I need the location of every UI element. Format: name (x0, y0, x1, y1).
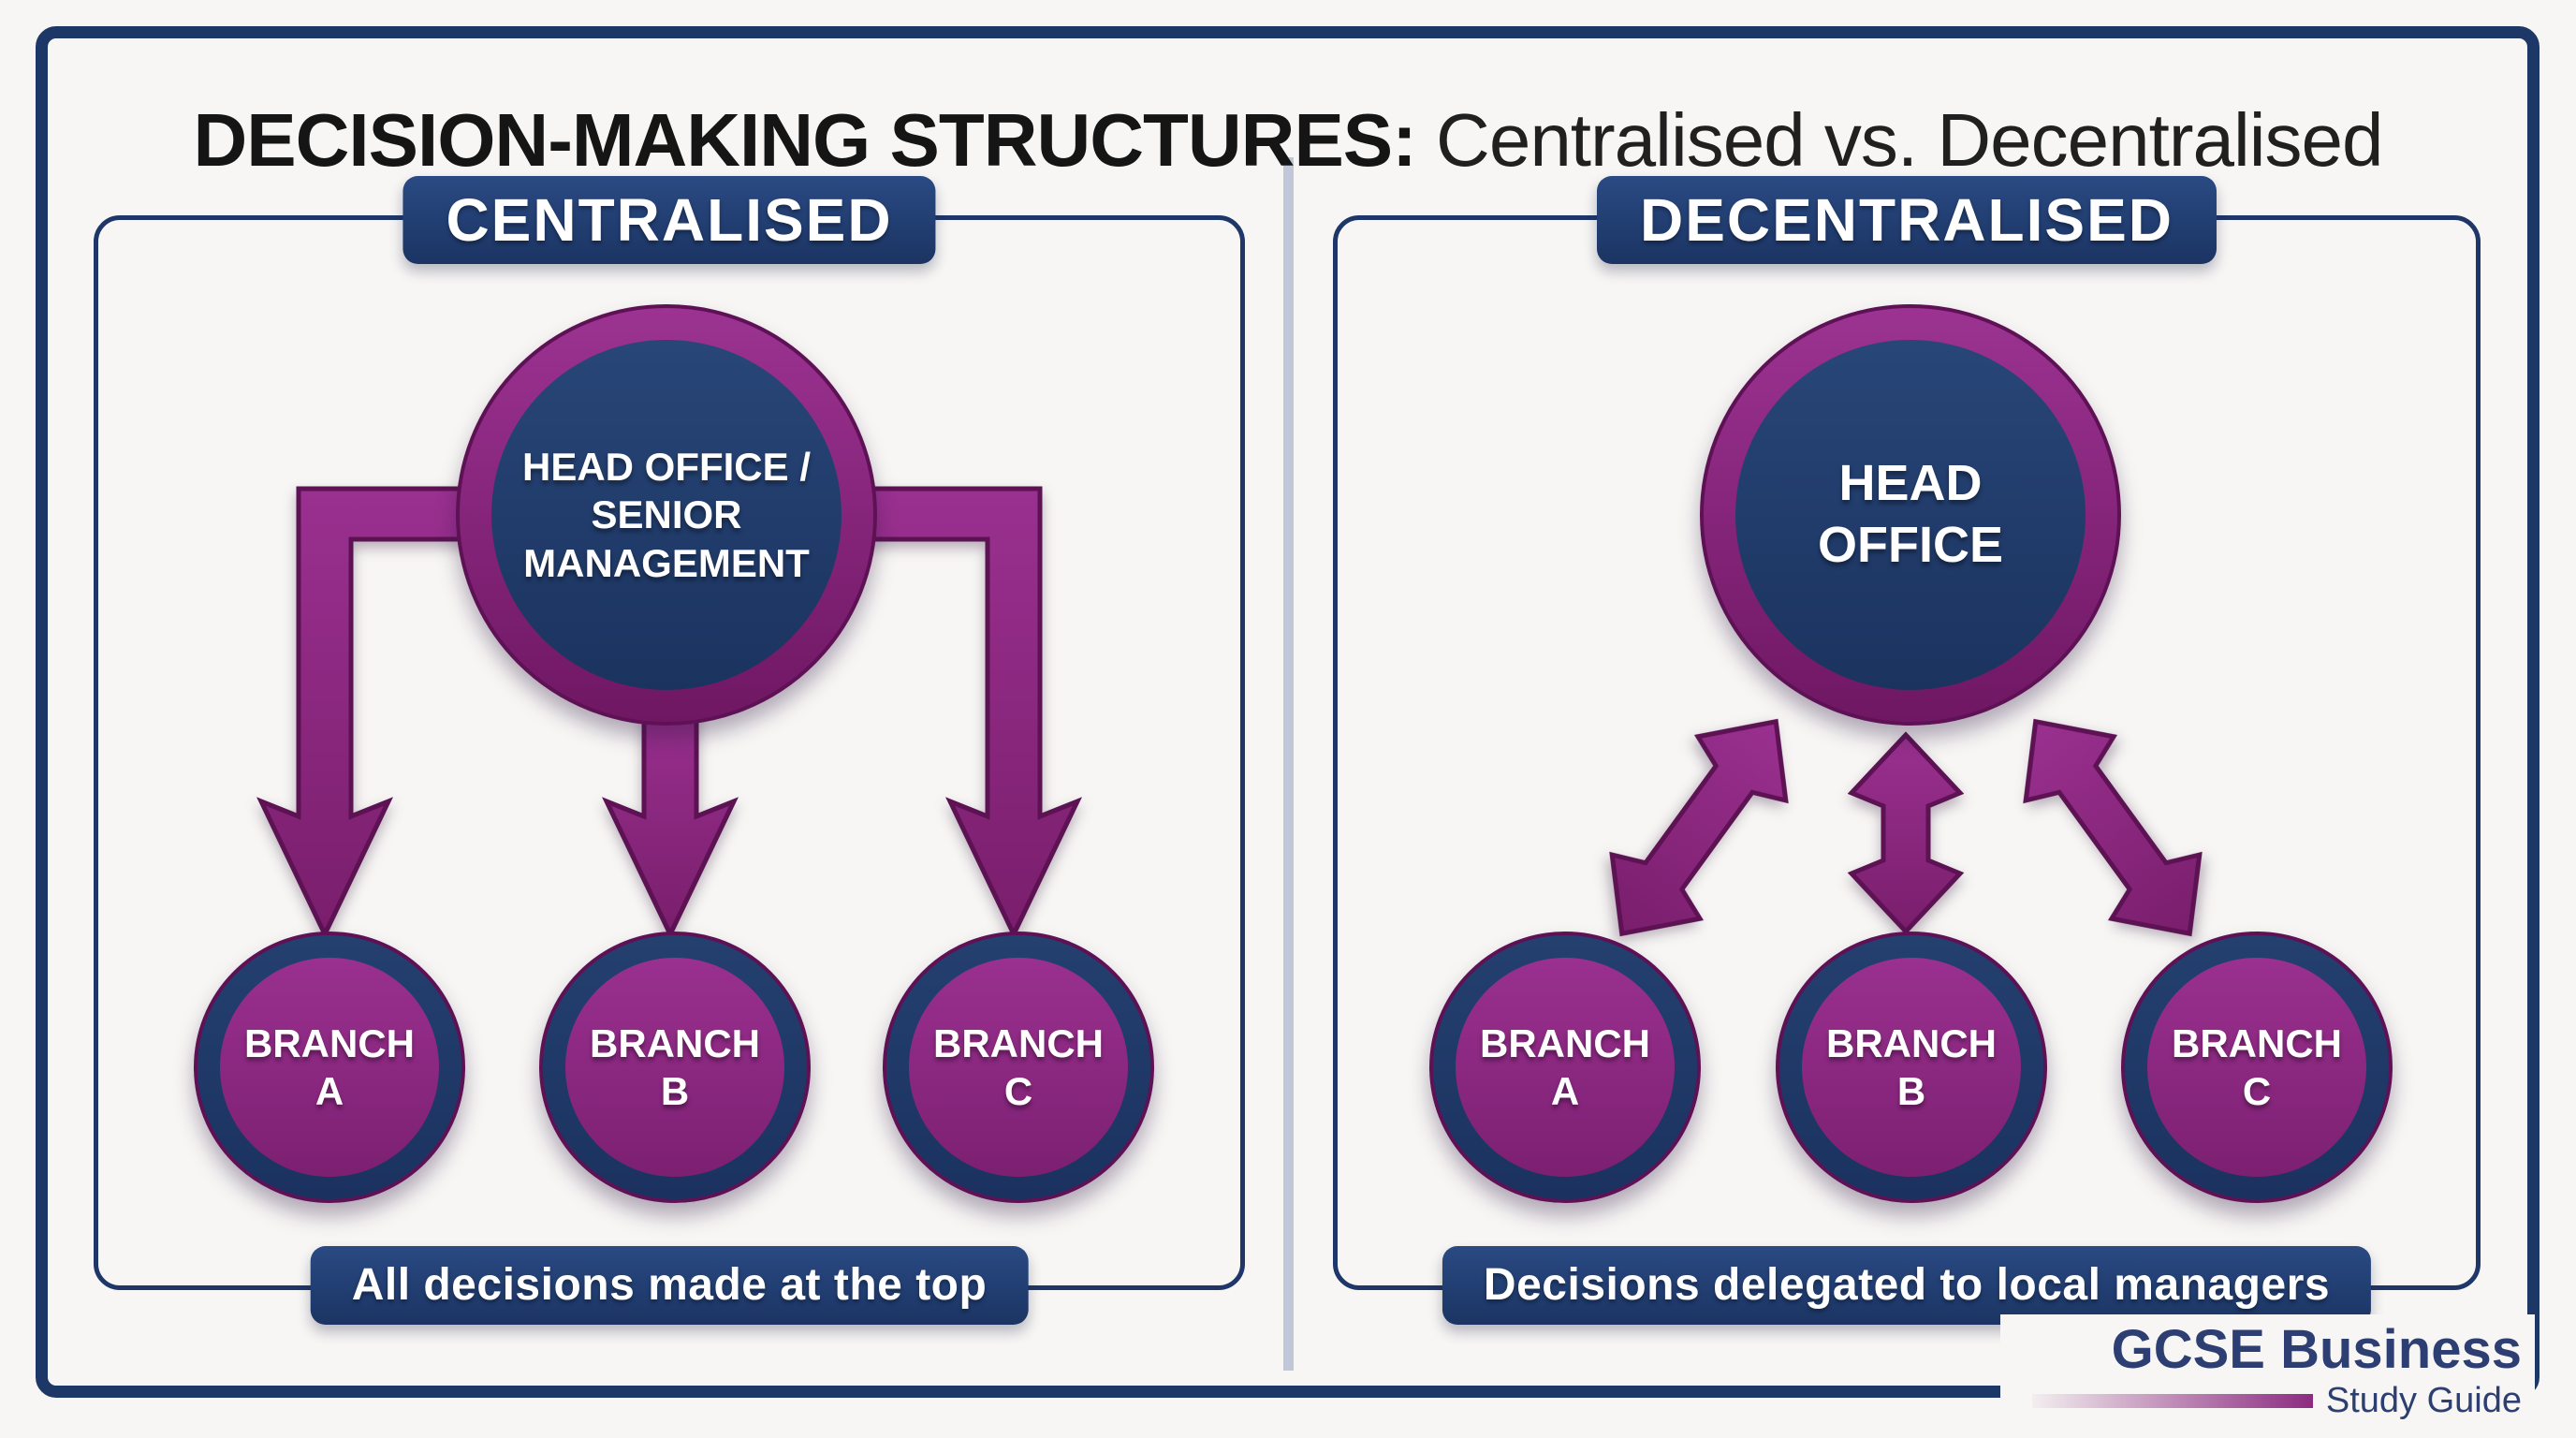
decentralised-head-office-node: HEAD OFFICE (1700, 304, 2121, 726)
centralised-branch-b-label: BRANCH B (590, 1020, 760, 1113)
centralised-branch-b-inner: BRANCH B (565, 958, 784, 1177)
page-title: DECISION-MAKING STRUCTURES: Centralised … (0, 97, 2576, 183)
centralised-caption-label: All decisions made at the top (351, 1260, 988, 1310)
decentralised-branch-c-inner: BRANCH C (2147, 958, 2366, 1177)
decentralised-header-badge: DECENTRALISED (1596, 176, 2217, 264)
centralised-head-office-node: HEAD OFFICE / SENIOR MANAGEMENT (456, 304, 877, 726)
decentralised-caption-badge: Decisions delegated to local managers (1442, 1246, 2372, 1325)
decentralised-branch-a-label: BRANCH A (1480, 1020, 1650, 1113)
centralised-header-badge: CENTRALISED (402, 176, 936, 264)
decentralised-header-label: DECENTRALISED (1639, 186, 2174, 254)
panel-divider (1283, 157, 1294, 1371)
centralised-branch-a-node: BRANCH A (194, 932, 465, 1203)
centralised-head-office-label: HEAD OFFICE / SENIOR MANAGEMENT (521, 445, 811, 585)
centralised-branch-c-node: BRANCH C (883, 932, 1154, 1203)
centralised-header-label: CENTRALISED (446, 186, 893, 254)
centralised-branch-a-label: BRANCH A (244, 1020, 415, 1113)
page-title-bold: DECISION-MAKING STRUCTURES: (193, 97, 1416, 182)
decentralised-branch-b-inner: BRANCH B (1802, 958, 2021, 1177)
centralised-head-office-inner: HEAD OFFICE / SENIOR MANAGEMENT (491, 340, 842, 690)
title-space (1416, 98, 1436, 182)
decentralised-head-office-inner: HEAD OFFICE (1735, 340, 2086, 690)
decentralised-caption-label: Decisions delegated to local managers (1483, 1260, 2331, 1310)
centralised-branch-c-label: BRANCH C (933, 1020, 1104, 1113)
logo-subtitle-row: Study Guide (2031, 1381, 2522, 1421)
decentralised-branch-a-node: BRANCH A (1429, 932, 1701, 1203)
logo-subtitle: Study Guide (2325, 1381, 2522, 1420)
gcse-business-logo: GCSE Business Study Guide (1999, 1314, 2535, 1429)
logo-title: GCSE Business (2111, 1319, 2522, 1381)
centralised-branch-c-inner: BRANCH C (909, 958, 1128, 1177)
decentralised-branch-b-node: BRANCH B (1776, 932, 2047, 1203)
decentralised-panel: DECENTRALISED HEAD OFFICE BRANCH A BRANC… (1333, 176, 2481, 1325)
decentralised-branch-c-label: BRANCH C (2172, 1020, 2342, 1113)
centralised-branch-a-inner: BRANCH A (220, 958, 439, 1177)
centralised-branch-b-node: BRANCH B (539, 932, 811, 1203)
logo-gradient-bar (2031, 1394, 2313, 1408)
page-title-regular: Centralised vs. Decentralised (1436, 97, 2383, 182)
centralised-panel: CENTRALISED HEAD OFFICE / SENIOR MANAGEM… (94, 176, 1245, 1325)
decentralised-branch-c-node: BRANCH C (2121, 932, 2393, 1203)
decentralised-branch-a-inner: BRANCH A (1456, 958, 1675, 1177)
outer-frame-border (36, 26, 2539, 1398)
centralised-caption-badge: All decisions made at the top (310, 1246, 1029, 1325)
decentralised-branch-b-label: BRANCH B (1826, 1020, 1997, 1113)
decentralised-head-office-label: HEAD OFFICE (1818, 455, 2003, 573)
